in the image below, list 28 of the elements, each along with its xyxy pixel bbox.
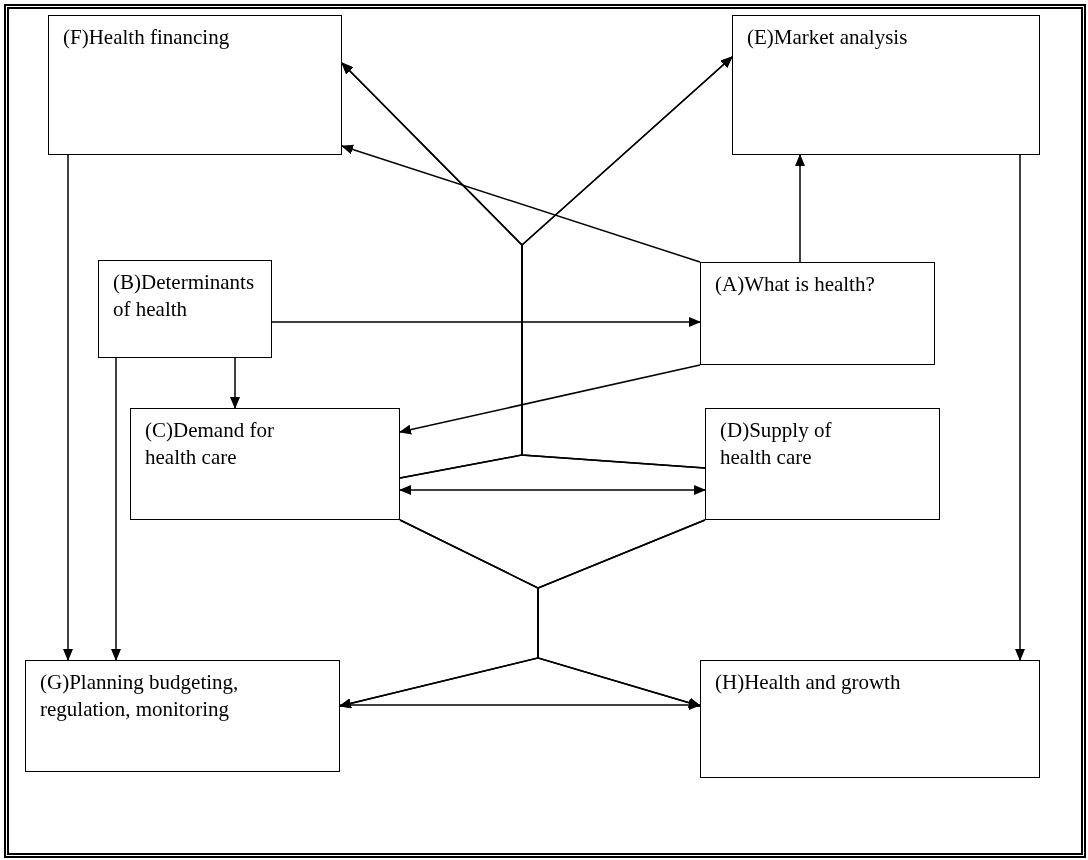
arrow	[63, 154, 73, 661]
arrow	[399, 364, 701, 435]
process-box	[700, 660, 1040, 778]
process-box	[98, 260, 272, 358]
process-box	[130, 408, 400, 520]
arrow	[795, 154, 805, 263]
box-label: (G)Planning budgeting, regulation, monitoring	[40, 669, 240, 724]
process-box	[705, 408, 940, 520]
box-label: (E)Market analysis	[747, 24, 909, 51]
arrow	[399, 485, 706, 495]
arrow	[111, 357, 121, 661]
box-label: (D)Supply of health care	[720, 417, 833, 472]
box-label: (B)Determinants of health	[113, 269, 256, 324]
box-label: (A)What is health?	[715, 271, 876, 298]
process-box	[700, 262, 935, 365]
process-box	[48, 15, 342, 155]
process-box	[732, 15, 1040, 155]
arrow	[1015, 154, 1025, 661]
arrow	[230, 357, 240, 409]
arrow	[521, 56, 733, 469]
arrow	[537, 519, 706, 708]
arrow	[341, 144, 701, 263]
box-label: (C)Demand for health care	[145, 417, 275, 472]
process-box	[25, 660, 340, 772]
box-label: (H)Health and growth	[715, 669, 902, 696]
arrow	[339, 700, 701, 710]
box-label: (F)Health financing	[63, 24, 231, 51]
arrow	[271, 317, 701, 327]
